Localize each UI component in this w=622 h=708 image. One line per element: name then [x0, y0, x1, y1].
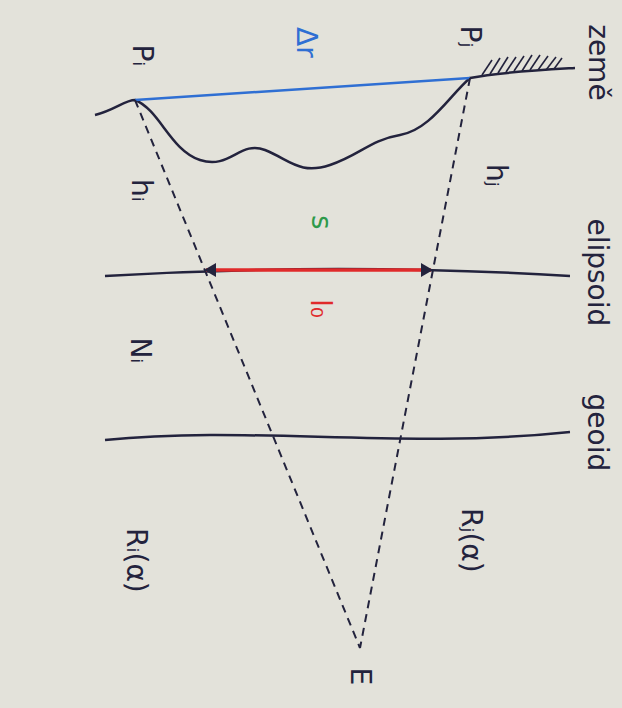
point-label: Pⱼ — [455, 25, 486, 47]
surface-label: elipsoid — [582, 218, 613, 326]
surface-label: geoid — [582, 393, 613, 471]
chord-line — [135, 78, 470, 100]
terrain-hatching — [482, 55, 562, 75]
chord-length-label: l₀ — [305, 298, 336, 317]
height-label: hⱼ — [480, 164, 511, 187]
height-label: hᵢ — [125, 179, 156, 202]
chord-end-marker — [421, 263, 433, 277]
surface-label: země — [582, 24, 613, 100]
terrain-line — [95, 68, 575, 168]
undulation-label: Nᵢ — [125, 337, 156, 363]
point-label: Pᵢ — [127, 44, 158, 66]
center-label: E — [345, 667, 376, 685]
geoid-line — [105, 432, 570, 440]
radius-label: Rᵢ(α) — [120, 528, 151, 593]
radius-label: Rⱼ(α) — [455, 508, 486, 573]
radius-lines — [135, 78, 470, 648]
chord-end-marker — [204, 263, 216, 277]
ellipsoid-line — [105, 269, 570, 276]
chord-label: Δr — [290, 27, 321, 58]
arc-label: s — [305, 215, 336, 230]
ellipsoid-chord — [206, 268, 431, 272]
